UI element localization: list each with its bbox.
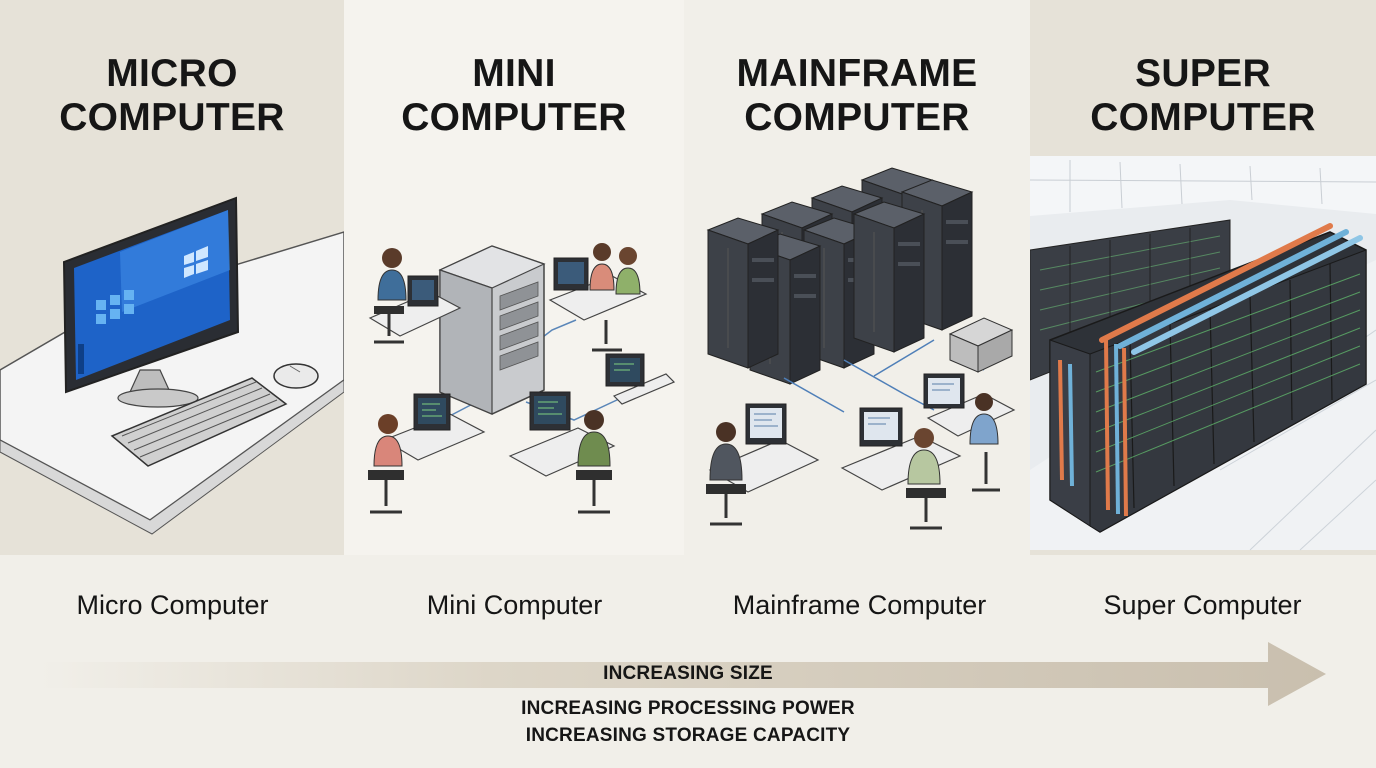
micro-computer-illustration xyxy=(0,196,344,535)
operator-station-left xyxy=(706,403,820,526)
workstation-right-monitor xyxy=(605,353,676,405)
workstation-top-left xyxy=(368,248,462,344)
super-title: SUPER COMPUTER xyxy=(1090,52,1316,139)
super-computer-panel: SUPER COMPUTER xyxy=(1030,0,1376,555)
operator-station-center xyxy=(840,407,962,530)
caption-mini: Mini Computer xyxy=(426,590,603,620)
workstation-bottom-right xyxy=(508,391,616,514)
mini-computer-illustration xyxy=(368,243,676,514)
mainframe-computer-panel: MAINFRAME COMPUTER xyxy=(684,0,1030,555)
terminal-box xyxy=(948,317,1014,373)
mainframe-title: MAINFRAME COMPUTER xyxy=(736,52,978,139)
caption-mainframe: Mainframe Computer xyxy=(732,590,987,620)
operator-station-right xyxy=(923,373,1016,492)
arrow-label-processing: INCREASING PROCESSING POWER xyxy=(521,698,855,719)
caption-micro: Micro Computer xyxy=(76,590,269,620)
mouse xyxy=(273,363,319,389)
mini-computer-panel: MINI COMPUTER xyxy=(344,0,684,555)
micro-title: MICRO COMPUTER xyxy=(59,52,285,139)
monitor-base xyxy=(117,388,199,408)
workstation-top-right xyxy=(548,243,648,352)
desk-edge xyxy=(0,379,344,535)
keyboard xyxy=(110,377,288,467)
workstation-bottom-left xyxy=(368,393,486,514)
super-computer-illustration xyxy=(1030,156,1376,551)
caption-super: Super Computer xyxy=(1103,590,1302,620)
arrow-shape xyxy=(40,642,1326,706)
start-menu-tiles xyxy=(96,290,134,324)
windows-logo-icon xyxy=(184,246,208,278)
micro-computer-panel: MICRO COMPUTER xyxy=(0,0,344,555)
overhead-cables xyxy=(1099,223,1363,355)
cable-bundle xyxy=(1058,339,1128,517)
mini-title: MINI COMPUTER xyxy=(401,52,627,139)
increasing-arrow: INCREASING SIZE xyxy=(0,630,1376,710)
arrow-label-size: INCREASING SIZE xyxy=(603,663,773,684)
arrow-label-storage: INCREASING STORAGE CAPACITY xyxy=(525,725,851,746)
rack-row-front xyxy=(1049,231,1367,533)
mainframe-computer-illustration xyxy=(706,167,1016,530)
